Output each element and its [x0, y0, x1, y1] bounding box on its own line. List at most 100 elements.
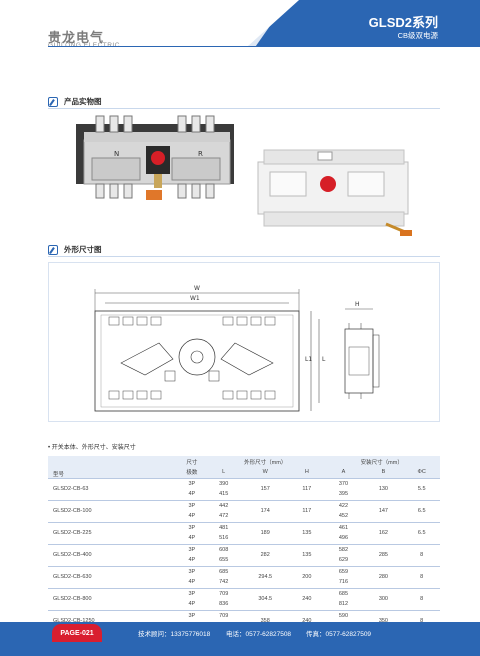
- table-row: 4P 655 629: [48, 555, 440, 566]
- cell-length: 685: [207, 565, 241, 577]
- cell-height: 135: [290, 543, 324, 566]
- cell-model: GLSD2-CB-225: [48, 521, 177, 544]
- cell-mount-a: 590: [323, 609, 364, 621]
- cell-width: 294.5: [240, 565, 291, 588]
- section-title-photo: 产品实物图: [48, 96, 102, 107]
- col-l: L: [207, 467, 241, 478]
- svg-text:R: R: [198, 150, 203, 158]
- cell-mount-a: 685: [323, 587, 364, 599]
- table-row: 4P 516 496: [48, 533, 440, 544]
- cell-mount-a: 496: [338, 535, 349, 542]
- pencil-icon: [48, 96, 58, 107]
- cell-poles: 4P: [188, 557, 196, 564]
- product-photo-illustration: N R: [76, 115, 412, 236]
- cell-hole-diameter: 5.5: [403, 477, 440, 500]
- page-header: 贵龙电气 GUILONG ELECTRIC GLSD2系列 CB级双电源: [0, 0, 480, 60]
- cell-length: 415: [219, 491, 229, 498]
- cell-length: 481: [207, 521, 241, 533]
- cell-length: 516: [219, 535, 229, 542]
- cell-model: GLSD2-CB-100: [48, 499, 177, 522]
- cell-poles: 3P: [176, 587, 208, 599]
- header-rule: [48, 46, 480, 47]
- cell-mount-a: 812: [338, 601, 349, 608]
- cell-mount-b: 162: [363, 521, 404, 544]
- cell-poles: 3P: [176, 609, 208, 621]
- cell-length: 390: [207, 477, 241, 489]
- col-h: H: [290, 467, 324, 478]
- cell-width: 282: [240, 543, 291, 566]
- group-mount: 安装尺寸（mm）: [323, 456, 440, 467]
- cell-length: 442: [207, 499, 241, 511]
- section-title-dims: 外形尺寸图: [48, 244, 102, 255]
- cell-mount-b: 285: [363, 543, 404, 566]
- cell-hole-diameter: 8: [403, 543, 440, 566]
- cell-height: 135: [290, 521, 324, 544]
- cell-mount-b: 280: [363, 565, 404, 588]
- cell-poles: 3P: [176, 543, 208, 555]
- col-w: W: [240, 467, 291, 478]
- cell-model: GLSD2-CB-800: [48, 587, 177, 610]
- cell-mount-a: 659: [323, 565, 364, 577]
- cell-mount-a: 395: [338, 491, 349, 498]
- cell-width: 304.5: [240, 587, 291, 610]
- pencil-icon: [48, 244, 58, 255]
- product-photo-left: N R: [76, 115, 234, 200]
- page-number-badge: PAGE-021: [52, 624, 102, 642]
- cell-mount-a: 716: [338, 579, 349, 586]
- cell-hole-diameter: 8: [403, 587, 440, 610]
- col-a: A: [323, 467, 364, 478]
- product-photos: N R: [48, 112, 440, 237]
- logo-english: GUILONG ELECTRIC: [48, 42, 120, 49]
- table-row: 4P 472 452: [48, 511, 440, 522]
- col-b: B: [363, 467, 404, 478]
- cell-model: GLSD2-CB-400: [48, 543, 177, 566]
- section-rule: [48, 108, 440, 109]
- label-h: H: [355, 301, 360, 308]
- col-size: 尺寸: [176, 456, 208, 467]
- cell-length: 655: [219, 557, 229, 564]
- cell-width: 174: [240, 499, 291, 522]
- cell-height: 117: [290, 477, 324, 500]
- cell-length: 836: [219, 601, 229, 608]
- dimension-drawing-svg: W W1 L1 L H: [94, 285, 380, 412]
- col-model: 型号: [48, 456, 177, 478]
- series-subtitle: CB级双电源: [397, 31, 438, 40]
- footer-tel: 电话：0577-62827508: [226, 631, 292, 638]
- cell-width: 189: [240, 521, 291, 544]
- cell-mount-b: 300: [363, 587, 404, 610]
- logo-chinese: 贵龙电气: [48, 31, 105, 46]
- svg-text:N: N: [114, 150, 119, 158]
- cell-poles: 3P: [176, 499, 208, 511]
- cell-length: 472: [219, 513, 229, 520]
- cell-length: 709: [207, 609, 241, 621]
- cell-mount-b: 147: [363, 499, 404, 522]
- cell-hole-diameter: 8: [403, 565, 440, 588]
- label-w1: W1: [190, 295, 200, 302]
- spec-note: • 开关本体、外形尺寸、安装尺寸: [48, 445, 136, 451]
- cell-poles: 4P: [188, 579, 196, 586]
- cell-model: GLSD2-CB-630: [48, 565, 177, 588]
- cell-height: 200: [290, 565, 324, 588]
- group-dims: 外形尺寸（mm）: [207, 456, 324, 467]
- cell-mount-a: 629: [338, 557, 349, 564]
- cell-poles: 3P: [176, 521, 208, 533]
- dimension-drawing: W W1 L1 L H: [48, 262, 440, 422]
- label-l1: L1: [305, 356, 312, 363]
- cell-height: 240: [290, 587, 324, 610]
- cell-hole-diameter: 6.5: [403, 521, 440, 544]
- cell-mount-a: 582: [323, 543, 364, 555]
- cell-mount-a: 452: [338, 513, 349, 520]
- cell-model: GLSD2-CB-63: [48, 477, 177, 500]
- cell-poles: 4P: [188, 535, 196, 542]
- product-photo-right: [257, 149, 412, 236]
- col-phi-c: ΦC: [403, 467, 440, 478]
- cell-mount-a: 370: [323, 477, 364, 489]
- cell-poles: 4P: [188, 513, 196, 520]
